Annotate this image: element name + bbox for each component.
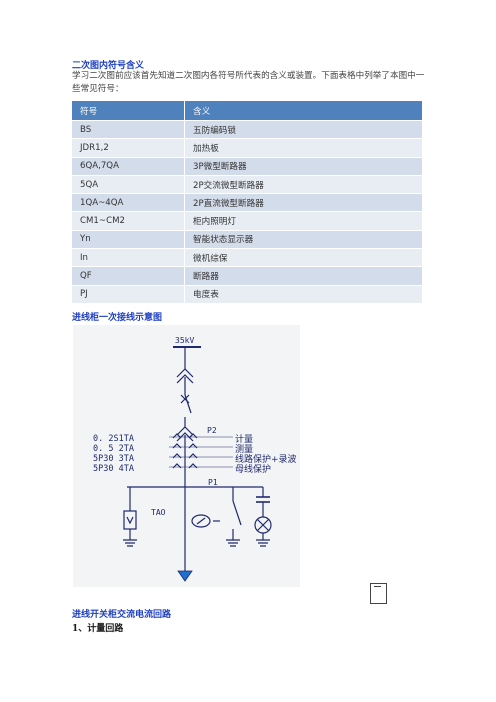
meaning-cell: 微机综保 <box>184 248 423 268</box>
ct-label: 5P30 3TA <box>93 454 134 464</box>
breaker-x-mark <box>180 394 190 404</box>
symbol-cell: QF <box>71 266 185 286</box>
p1-label: P1 <box>208 478 218 487</box>
symbol-cell: 1QA~4QA <box>71 193 185 213</box>
lamp-cross-mark <box>257 519 269 531</box>
symbol-cell: 5QA <box>71 174 185 195</box>
header-meaning: 含义 <box>184 100 423 121</box>
symbol-cell: PJ <box>71 284 185 304</box>
ct-use-label: 线路保护+录波 <box>235 453 297 465</box>
earth-switch-blade <box>232 500 242 526</box>
symbol-cell: In <box>71 248 185 268</box>
intro-paragraph: 学习二次图前应该首先知道二次图内各符号所代表的含义或装置。下面表格中列举了本图中… <box>72 71 425 94</box>
symbol-cell: 6QA,7QA <box>71 156 185 176</box>
symbol-cell: JDR1,2 <box>71 138 185 158</box>
ct-symbol-icon <box>172 463 198 469</box>
section-title-wiring: 进线柜一次接线示意图 <box>72 313 163 323</box>
tao-label: TAO <box>151 508 166 517</box>
meaning-cell: 断路器 <box>184 266 423 286</box>
ct-use-label: 母线保护 <box>235 463 271 475</box>
page-marker-box <box>370 583 387 604</box>
symbol-cell: Yn <box>71 229 185 250</box>
p2-label: P2 <box>207 426 217 435</box>
ct-label: 5P30 4TA <box>93 464 134 474</box>
meaning-cell: 五防编码锁 <box>184 119 423 140</box>
symbol-cell: CM1~CM2 <box>71 211 185 231</box>
ground-icon <box>256 539 270 547</box>
one-line-diagram: 35kV P2 P1 TAO 0. 2S1TA 0. 5 2TA 5P30 3T… <box>73 325 300 587</box>
meaning-cell: 2P交流微型断路器 <box>184 174 423 195</box>
arrester-arrow-icon <box>126 516 134 525</box>
marker-tick <box>374 586 381 587</box>
ct-slash-mark <box>196 517 206 525</box>
section-title-symbols: 二次图内符号含义 <box>72 61 145 71</box>
meaning-cell: 电度表 <box>184 284 423 304</box>
cable-termination-icon <box>177 570 193 582</box>
ground-icon <box>123 539 137 547</box>
meaning-cell: 智能状态显示器 <box>184 229 423 250</box>
meaning-cell: 柜内照明灯 <box>184 211 423 231</box>
section-title-metering: 1、计量回路 <box>72 624 124 634</box>
ground-icon <box>226 539 240 547</box>
meaning-cell: 加热板 <box>184 138 423 158</box>
meaning-cell: 3P微型断路器 <box>184 156 423 176</box>
disconnect-top-icon <box>176 368 194 384</box>
voltage-label: 35kV <box>175 336 194 345</box>
ct-use-label: 测量 <box>235 444 253 455</box>
ct-symbol-icon <box>172 433 198 439</box>
meaning-cell: 2P直流微型断路器 <box>184 193 423 213</box>
zero-sequence-ct-icon <box>191 514 211 528</box>
header-symbol: 符号 <box>71 100 185 121</box>
ct-symbol-icon <box>172 453 198 459</box>
ct-label: 0. 5 2TA <box>93 444 134 454</box>
ct-use-label: 计量 <box>235 433 253 445</box>
ct-symbol-icon <box>172 443 198 449</box>
disconnect-bottom-icon <box>176 426 194 442</box>
symbol-cell: BS <box>71 119 185 140</box>
ct-group <box>169 433 233 469</box>
table-header-row: 符号 含义 <box>71 100 423 121</box>
section-title-ac-circuit: 进线开关柜交流电流回路 <box>72 610 172 620</box>
ct-label: 0. 2S1TA <box>93 434 134 444</box>
